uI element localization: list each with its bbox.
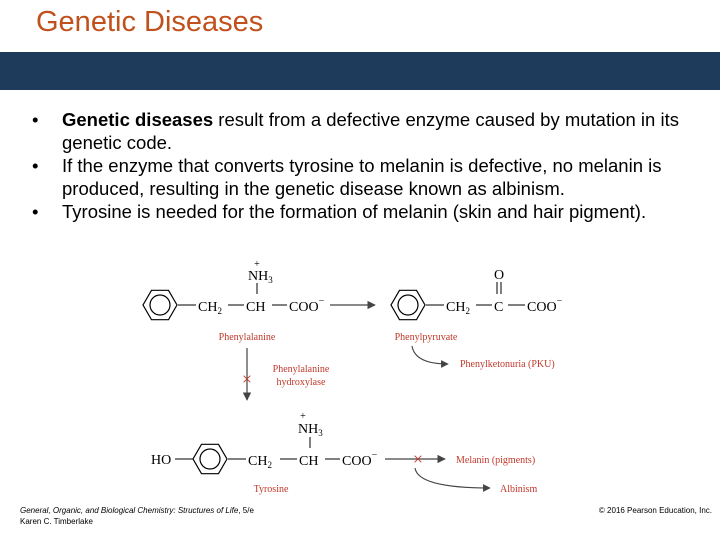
ch-group: CH: [299, 454, 318, 469]
bullet-text: result from a defective enzyme caused by…: [62, 109, 679, 153]
benzene-ring-icon: [142, 289, 178, 321]
enzyme-label-line2: hydroxylase: [277, 377, 326, 388]
phenylpyruvate-label: Phenylpyruvate: [395, 332, 458, 343]
enzyme-label-line1: Phenylalanine: [273, 364, 330, 375]
slide-title: Genetic Diseases: [36, 6, 264, 38]
hydroxyl-group: HO: [151, 453, 171, 468]
pku-arrow: [411, 345, 449, 368]
title-band: [0, 52, 720, 90]
bullet-item: • If the enzyme that converts tyrosine t…: [32, 154, 712, 200]
bullet-text: If the enzyme that converts tyrosine to …: [62, 155, 662, 199]
phenylpyruvate-structure: CH2 C O COO− Phenylpyruvate: [390, 268, 563, 343]
pku-label: Phenylketonuria (PKU): [460, 359, 555, 370]
carboxylate-group: COO−: [342, 450, 378, 469]
bullet-dot: •: [32, 109, 39, 130]
tyrosine-structure: HO CH2 CH + NH3 COO− Tyrosine: [151, 411, 378, 495]
charge-plus: +: [300, 411, 306, 422]
carboxylate-group: COO−: [289, 296, 325, 315]
footer-copyright: © 2016 Pearson Education, Inc.: [598, 506, 712, 515]
bullet-item: • Genetic diseases result from a defecti…: [32, 108, 712, 154]
albinism-arrow: [414, 467, 491, 492]
ch-group: CH: [246, 300, 265, 315]
albinism-label: Albinism: [500, 484, 537, 495]
carboxylate-group: COO−: [527, 296, 563, 315]
bullet-dot: •: [32, 155, 39, 176]
benzene-ring-icon: [192, 443, 228, 475]
footer-edition: , 5/e: [238, 506, 254, 515]
nh3-group: NH3: [298, 422, 323, 438]
bullet-list: • Genetic diseases result from a defecti…: [32, 108, 712, 223]
charge-plus: +: [254, 259, 260, 270]
nh3-group: NH3: [248, 269, 273, 285]
footer-author: Karen C. Timberlake: [20, 517, 93, 526]
phenylalanine-structure: CH2 CH + NH3 COO− Phenylalanine: [142, 259, 325, 343]
footer-book-title: General, Organic, and Biological Chemist…: [20, 506, 239, 515]
footer-citation: General, Organic, and Biological Chemist…: [20, 505, 254, 527]
bullet-dot: •: [32, 201, 39, 222]
enzyme-block-mark: ×: [242, 369, 252, 389]
benzene-ring-icon: [390, 289, 426, 321]
bullet-bold-text: Genetic diseases: [62, 109, 214, 130]
phenylalanine-label: Phenylalanine: [219, 332, 276, 343]
carbonyl-oxygen: O: [494, 268, 504, 283]
carbonyl-carbon: C: [494, 300, 503, 315]
ch2-group: CH2: [198, 300, 222, 316]
tyrosine-label: Tyrosine: [254, 484, 289, 495]
ch2-group: CH2: [446, 300, 470, 316]
bullet-item: • Tyrosine is needed for the formation o…: [32, 200, 712, 223]
bullet-text: Tyrosine is needed for the formation of …: [62, 201, 647, 222]
ch2-group: CH2: [248, 454, 272, 470]
melanin-label: Melanin (pigments): [456, 455, 535, 466]
melanin-block-mark: ×: [413, 449, 423, 469]
